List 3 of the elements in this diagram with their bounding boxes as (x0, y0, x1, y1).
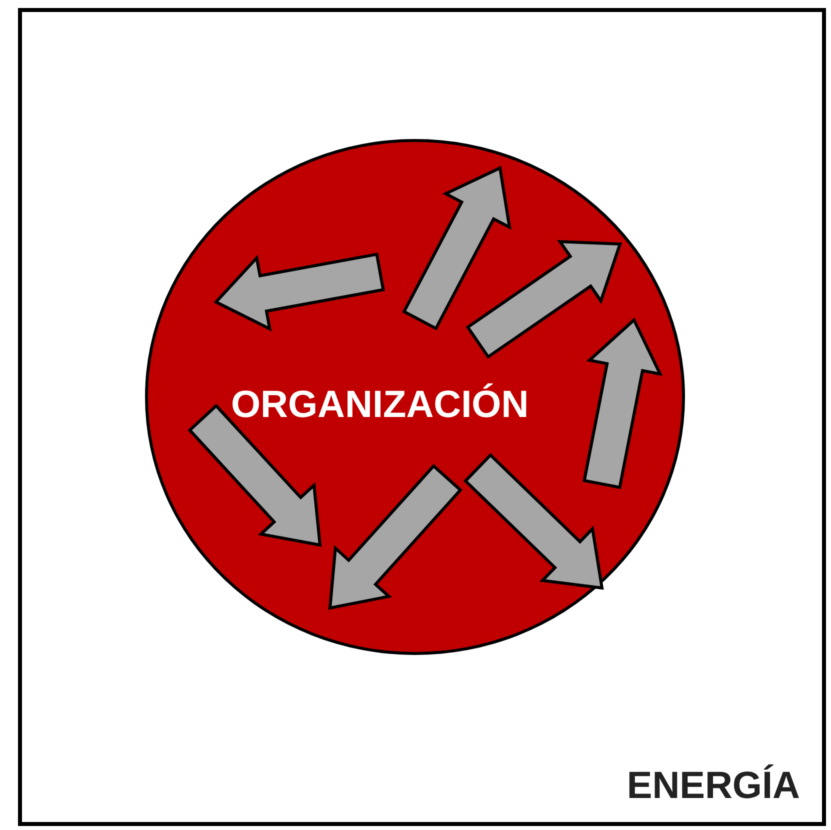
frame-box (18, 8, 826, 826)
frame-label: ENERGÍA (626, 765, 800, 808)
circle-label: ORGANIZACIÓN (231, 384, 529, 427)
